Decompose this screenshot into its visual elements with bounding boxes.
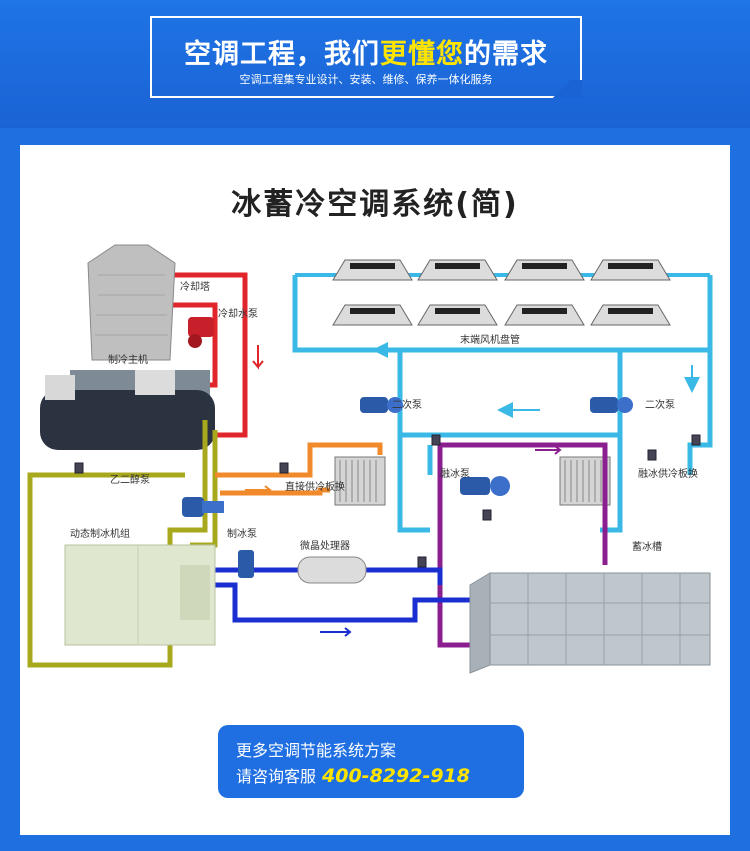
ice-making-pump xyxy=(238,550,254,578)
ice-melt-pump xyxy=(460,476,510,496)
headline-highlight: 更懂您 xyxy=(380,39,464,70)
system-diagram: 冷却塔 冷却水泵 制冷主机 二次泵 二次泵 末端风机盘管 乙二醇泵 直接供冷板换… xyxy=(27,244,713,674)
ice-making-pipes xyxy=(185,567,480,623)
fan-coil-units xyxy=(332,259,671,326)
banner-headline: 空调工程，我们更懂您的需求 xyxy=(152,32,580,71)
label-ice-storage-tank: 蓄冰槽 xyxy=(632,540,662,553)
label-cooling-water-pump: 冷却水泵 xyxy=(218,307,258,320)
label-secondary-pump-left: 二次泵 xyxy=(392,398,422,411)
banner-frame: 空调工程，我们更懂您的需求 空调工程集专业设计、安装、维修、保养一体化服务 xyxy=(150,16,582,98)
cooling-tower xyxy=(87,244,176,361)
diagram-panel: 冰蓄冷空调系统(简) xyxy=(20,145,730,835)
headline-part1: 空调工程，我们 xyxy=(184,39,380,70)
supply-arrow xyxy=(245,485,272,495)
microcrystal-processor xyxy=(297,556,367,584)
label-ice-melt-pump: 融冰泵 xyxy=(440,467,470,480)
cta-line2: 请咨询客服 400-8292-918 xyxy=(236,763,470,787)
direct-supply-hx xyxy=(334,456,386,506)
cooling-water-pump xyxy=(188,317,214,348)
valves xyxy=(74,434,701,568)
label-secondary-pump-right: 二次泵 xyxy=(645,398,675,411)
top-banner: 空调工程，我们更懂您的需求 空调工程集专业设计、安装、维修、保养一体化服务 xyxy=(0,0,750,128)
label-ice-making-pump: 制冰泵 xyxy=(227,527,257,540)
contact-cta[interactable]: 更多空调节能系统方案 请咨询客服 400-8292-918 xyxy=(218,725,524,798)
banner-subline: 空调工程集专业设计、安装、维修、保养一体化服务 xyxy=(239,73,493,86)
glycol-pump xyxy=(182,497,224,517)
cta-phone-number[interactable]: 400-8292-918 xyxy=(322,765,470,787)
label-fan-coil: 末端风机盘管 xyxy=(460,333,520,346)
headline-part2: 的需求 xyxy=(464,39,548,70)
label-chiller-main: 制冷主机 xyxy=(108,353,148,366)
dynamic-ice-unit xyxy=(64,544,216,646)
cta-line1: 更多空调节能系统方案 xyxy=(236,741,397,760)
label-cooling-tower: 冷却塔 xyxy=(180,280,210,293)
cooling-water-arrow xyxy=(252,345,264,370)
secondary-pump-left xyxy=(360,397,403,413)
diagram-title: 冰蓄冷空调系统(简) xyxy=(231,187,519,222)
ice-melt-arrow xyxy=(535,445,562,455)
direct-supply-pipes xyxy=(215,442,383,496)
label-ice-melt-hx: 融冰供冷板换 xyxy=(638,467,698,480)
chiller-main-unit xyxy=(40,370,215,450)
label-microcrystal-processor: 微晶处理器 xyxy=(300,539,350,552)
chilled-water-arrows xyxy=(372,342,700,418)
ice-making-arrow xyxy=(320,627,352,637)
label-glycol-pump: 乙二醇泵 xyxy=(110,473,150,486)
label-direct-supply-hx: 直接供冷板换 xyxy=(285,480,345,493)
ice-storage-tank xyxy=(469,572,711,674)
ice-melt-hx xyxy=(559,456,611,506)
secondary-pump-right xyxy=(590,397,633,413)
cta-line2-prefix: 请咨询客服 xyxy=(236,767,317,786)
label-dynamic-ice-unit: 动态制冰机组 xyxy=(70,527,130,540)
